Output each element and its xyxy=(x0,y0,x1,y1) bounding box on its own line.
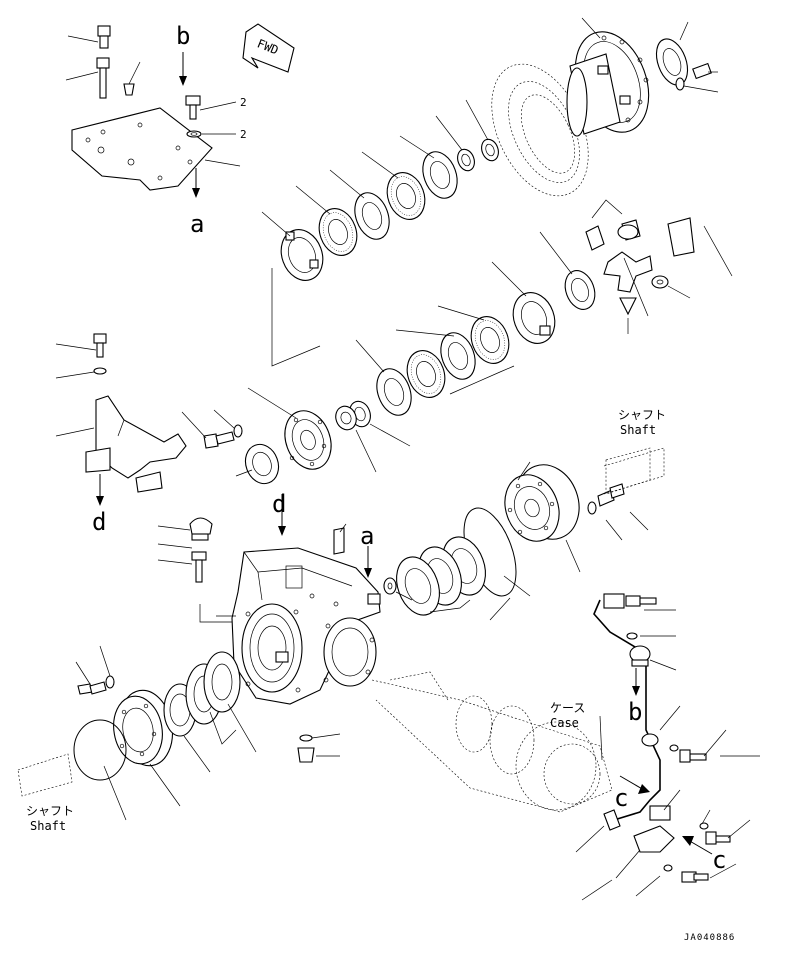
cover-washer xyxy=(186,130,202,138)
differential-case-right xyxy=(566,31,650,137)
housing-fittings xyxy=(157,494,372,617)
callout-b-harness: b xyxy=(628,698,642,726)
callout-c-right: c xyxy=(712,846,726,874)
shaft-label-top-en: Shaft xyxy=(620,423,656,437)
shaft-label-bottom-jp: シャフト xyxy=(26,804,74,818)
cover-bolt-short xyxy=(97,25,111,49)
callout-b-top: b xyxy=(176,22,190,50)
callout-c-left: c xyxy=(614,784,628,812)
quantity-label-bolt: 2 xyxy=(240,96,247,109)
top-cover-group xyxy=(65,25,241,198)
disc-stack-mid xyxy=(349,231,596,473)
cover-plate xyxy=(71,107,213,191)
cover-mount-bolt xyxy=(185,95,201,120)
disc-stack-lower-right xyxy=(383,507,531,621)
fwd-arrow-sign: FWD xyxy=(242,23,295,73)
case-label-en: Case xyxy=(550,716,579,730)
spider-gear-group xyxy=(585,199,733,334)
axle-tube-dashed: ケース Case xyxy=(371,671,613,813)
callout-a-top: a xyxy=(190,210,204,238)
output-flange-right xyxy=(504,447,651,573)
callout-d-housing: d xyxy=(272,490,286,518)
ring-gear-bolt xyxy=(675,62,712,91)
shaft-label-bottom-en: Shaft xyxy=(30,819,66,833)
cover-bolt-long xyxy=(96,57,110,99)
left-bracket-group xyxy=(55,333,187,506)
drain-plug xyxy=(297,733,341,763)
output-flange-left: シャフト Shaft xyxy=(17,645,257,833)
callout-d-left: d xyxy=(92,508,106,536)
shaft-label-top-jp: シャフト xyxy=(618,408,666,422)
drawing-code: JA040886 xyxy=(684,933,735,943)
disc-stack-upper xyxy=(261,99,499,281)
sensor-harness xyxy=(575,593,760,901)
case-label-jp: ケース xyxy=(550,701,585,715)
centre-bolt-group xyxy=(181,387,357,485)
shaft-dashed-top: シャフト Shaft xyxy=(603,408,666,495)
callout-a-housing: a xyxy=(360,522,374,550)
side-bearing-top xyxy=(655,38,689,86)
breather-plug xyxy=(123,83,135,96)
axle-housing xyxy=(199,547,381,705)
quantity-label-washer: 2 xyxy=(240,128,247,141)
